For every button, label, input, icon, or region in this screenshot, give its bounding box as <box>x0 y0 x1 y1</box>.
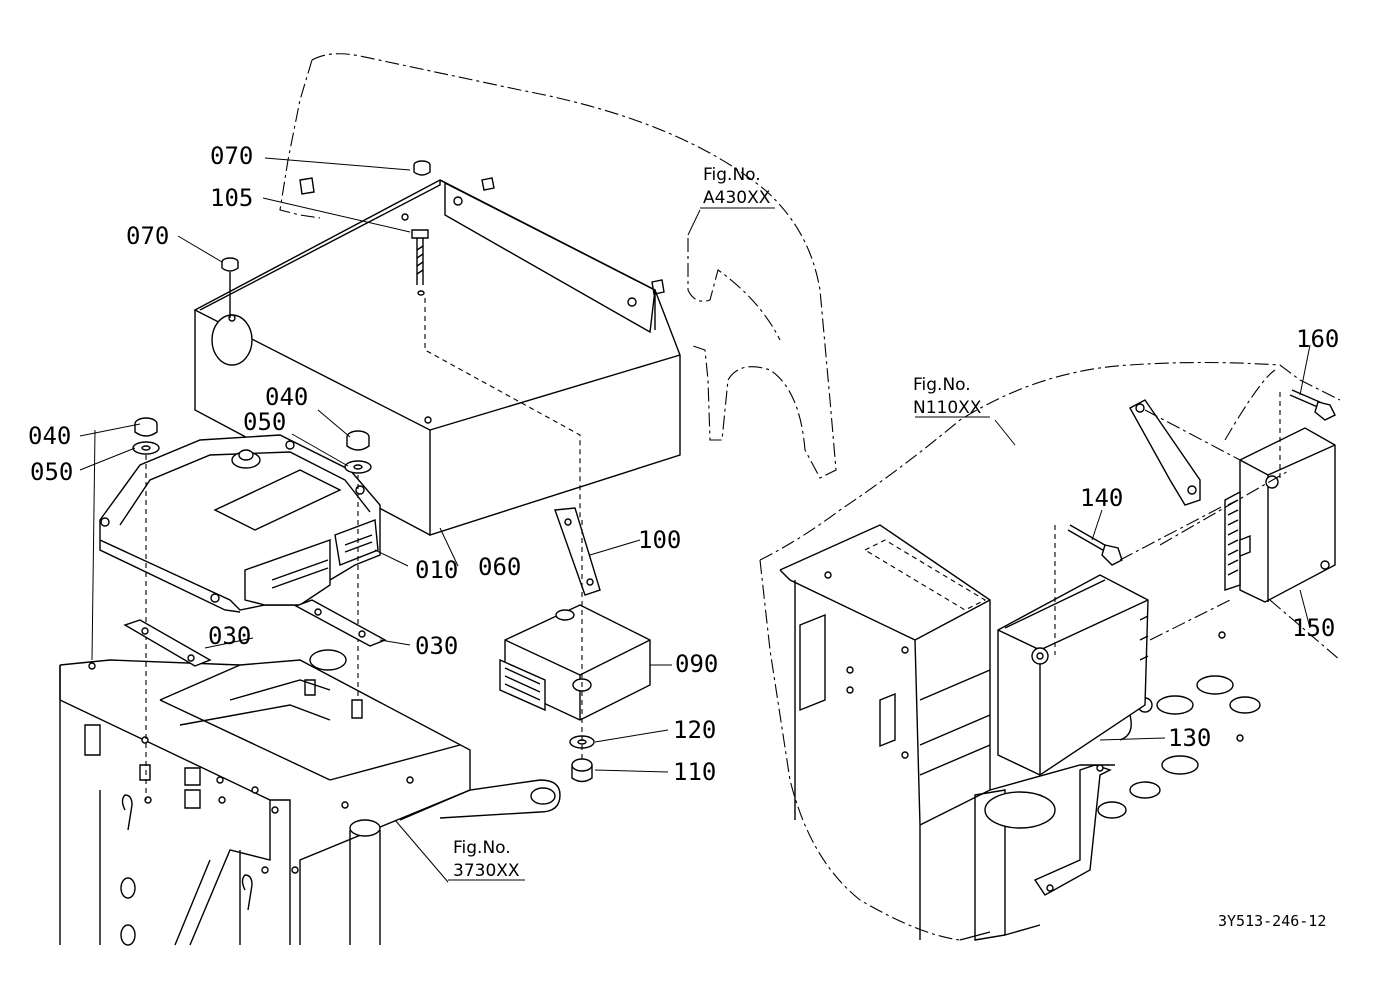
part-label-050-a: 050 <box>30 458 73 486</box>
part-label-150: 150 <box>1292 614 1335 642</box>
part-label-070-b: 070 <box>126 222 169 250</box>
cover-060 <box>193 179 681 536</box>
controller-090 <box>499 507 651 783</box>
part-label-130: 130 <box>1168 724 1211 752</box>
fig-ref-n110-caption: Fig.No. <box>913 375 971 395</box>
part-label-030-b: 030 <box>415 632 458 660</box>
part-label-090: 090 <box>675 650 718 678</box>
right-frame <box>759 361 1341 941</box>
fig-ref-a430-caption: Fig.No. <box>703 165 761 185</box>
fig-ref-a430-code: A430XX <box>703 188 771 208</box>
hardware-left <box>123 160 665 800</box>
phantom-panel <box>279 53 837 479</box>
mounting-frame <box>59 649 561 946</box>
part-label-120: 120 <box>673 716 716 744</box>
part-label-105: 105 <box>210 184 253 212</box>
part-label-030-a: 030 <box>208 622 251 650</box>
part-label-010: 010 <box>415 556 458 584</box>
part-label-060: 060 <box>478 553 521 581</box>
figure-references: Fig.No. A430XX Fig.No. N110XX Fig.No. 37… <box>453 165 982 881</box>
part-labels: 010 030 030 040 040 050 050 060 070 070 … <box>28 142 1339 786</box>
module-150 <box>1224 427 1336 603</box>
part-label-050-b: 050 <box>243 408 286 436</box>
fig-ref-3730-code: 3730XX <box>453 861 520 881</box>
leader-lines <box>79 157 1311 883</box>
part-label-110: 110 <box>673 758 716 786</box>
part-label-070-a: 070 <box>210 142 253 170</box>
part-label-160: 160 <box>1296 325 1339 353</box>
part-label-040-a: 040 <box>28 422 71 450</box>
part-label-100: 100 <box>638 526 681 554</box>
fig-ref-n110-code: N110XX <box>913 398 982 418</box>
ecu-010 <box>99 434 381 613</box>
part-label-140: 140 <box>1080 484 1123 512</box>
fig-ref-3730-caption: Fig.No. <box>453 838 511 858</box>
bracket-and-bolts <box>1054 389 1341 661</box>
drawing-code: 3Y513-246-12 <box>1218 912 1326 930</box>
module-130 <box>997 574 1149 776</box>
part-label-040-b: 040 <box>265 383 308 411</box>
